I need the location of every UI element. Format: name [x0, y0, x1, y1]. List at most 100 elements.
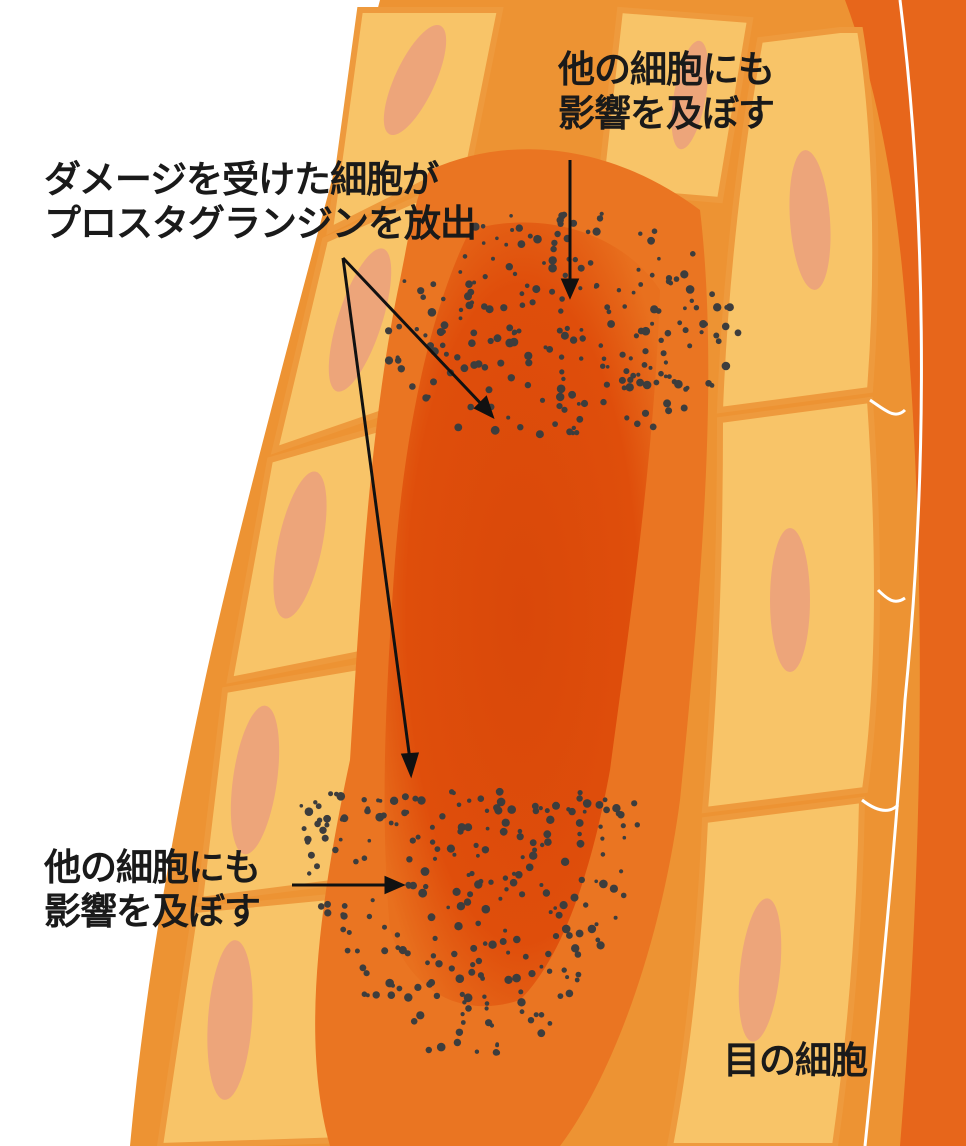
particle	[586, 230, 591, 235]
particle	[636, 379, 644, 387]
particle	[507, 805, 516, 814]
particle	[540, 965, 544, 969]
particle	[677, 320, 682, 325]
particle	[622, 304, 627, 309]
particle	[562, 925, 571, 934]
particle	[395, 822, 399, 826]
particle	[381, 812, 387, 818]
particle	[624, 415, 629, 420]
particle	[540, 843, 544, 847]
particle	[467, 799, 471, 803]
particle	[576, 972, 582, 978]
particle	[642, 327, 651, 336]
particle	[597, 941, 605, 949]
particle	[426, 981, 433, 988]
particle	[642, 362, 648, 368]
particle	[409, 383, 416, 390]
particle	[314, 863, 320, 869]
particle	[420, 294, 426, 300]
particle	[607, 320, 615, 328]
particle	[302, 826, 307, 831]
particle	[561, 407, 567, 413]
particle	[713, 333, 719, 339]
particle	[451, 951, 457, 957]
particle	[421, 867, 430, 876]
particle	[468, 969, 475, 976]
particle	[439, 813, 445, 819]
particle	[543, 830, 551, 838]
particle	[324, 901, 331, 908]
particle	[458, 270, 462, 274]
particle	[503, 875, 508, 880]
particle	[403, 279, 407, 283]
particle	[530, 299, 536, 305]
particle	[498, 897, 502, 901]
particle	[561, 332, 569, 340]
particle	[481, 224, 486, 229]
particle	[610, 885, 618, 893]
particle	[390, 797, 398, 805]
particle	[467, 404, 474, 411]
particle	[663, 399, 671, 407]
particle	[513, 272, 517, 276]
particle	[622, 385, 627, 390]
particle	[476, 958, 482, 964]
particle	[623, 368, 629, 374]
particle	[687, 343, 692, 348]
particle	[643, 381, 652, 390]
particle	[433, 936, 438, 941]
particle	[570, 336, 577, 343]
particle	[694, 305, 699, 310]
particle	[517, 424, 523, 430]
particle	[665, 407, 672, 414]
particle	[638, 232, 642, 236]
particle	[422, 394, 429, 401]
particle	[488, 941, 496, 949]
particle	[539, 806, 543, 810]
particle	[371, 898, 375, 902]
particle	[545, 808, 550, 813]
particle	[454, 354, 460, 360]
particle	[552, 421, 558, 427]
particle	[545, 951, 551, 957]
particle	[614, 916, 618, 920]
particle	[551, 240, 557, 246]
particle	[470, 945, 477, 952]
particle	[425, 960, 430, 965]
particle	[491, 257, 495, 261]
particle	[542, 261, 546, 265]
particle	[506, 416, 510, 420]
particle	[389, 821, 394, 826]
particle	[722, 323, 730, 331]
particle	[474, 843, 479, 848]
particle	[553, 933, 559, 939]
particle	[510, 338, 519, 347]
particle	[493, 804, 500, 811]
particle	[602, 357, 607, 362]
particle	[593, 228, 601, 236]
particle	[621, 893, 627, 899]
particle	[406, 883, 411, 888]
particle	[418, 889, 427, 898]
particle	[528, 970, 535, 977]
particle	[600, 399, 606, 405]
particle	[619, 377, 626, 384]
particle	[353, 859, 359, 865]
particle	[430, 281, 436, 287]
particle	[539, 883, 543, 887]
particle	[433, 857, 437, 861]
particle	[431, 953, 436, 958]
particle	[518, 240, 526, 248]
particle	[300, 804, 304, 808]
particle	[322, 835, 329, 842]
particle	[470, 361, 478, 369]
particle	[332, 847, 338, 853]
particle	[459, 308, 463, 312]
damaged-cell-label: ダメージを受けた細胞が プロスタグランジンを放出	[44, 158, 476, 246]
particle	[523, 954, 529, 960]
particle	[600, 837, 604, 841]
particle	[683, 387, 688, 392]
particle	[430, 839, 435, 844]
particle	[617, 288, 621, 292]
particle	[464, 823, 472, 831]
